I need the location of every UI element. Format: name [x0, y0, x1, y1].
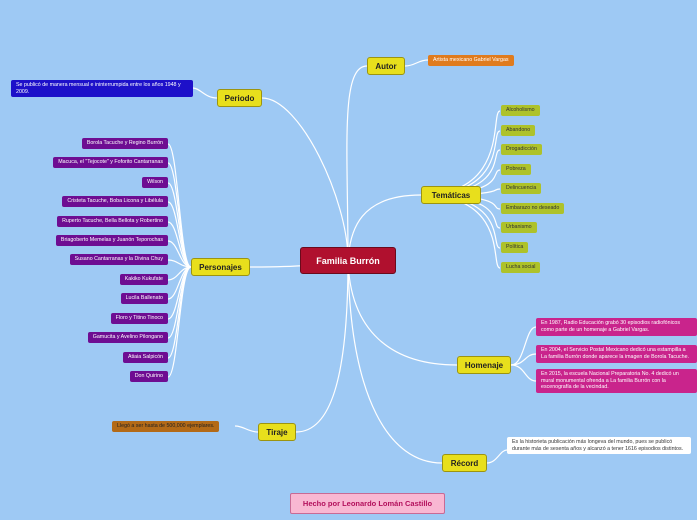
- topic-autor[interactable]: Autor: [367, 57, 405, 75]
- tematica-item[interactable]: Delincuencia: [501, 183, 542, 194]
- topic-periodo[interactable]: Periodo: [217, 89, 262, 107]
- homenaje-item[interactable]: En 2004, el Servicio Postal Mexicano ded…: [536, 345, 697, 363]
- topic-record[interactable]: Récord: [442, 454, 487, 472]
- personaje-item[interactable]: Ruperto Tacuche, Bella Bellota y Roberti…: [57, 216, 168, 227]
- personaje-item[interactable]: Susano Cantarranas y la Divina Chuy: [69, 254, 168, 265]
- homenaje-item[interactable]: En 2015, la escuela Nacional Preparatori…: [536, 369, 697, 393]
- autor-item[interactable]: Artista mexicano Gabriel Vargas: [428, 55, 514, 66]
- topic-personajes[interactable]: Personajes: [191, 258, 250, 276]
- tematica-item[interactable]: Lucha social: [501, 262, 541, 273]
- personaje-item[interactable]: Macuca, el "Tejocote" y Foforito Cantarr…: [53, 157, 168, 168]
- personaje-item[interactable]: Gamucita y Avelino Pilongano: [87, 332, 168, 343]
- personaje-item[interactable]: Briagoberto Memelas y Juanón Teporochas: [55, 235, 168, 246]
- central-topic[interactable]: Familia Burrón: [300, 247, 396, 274]
- personaje-item[interactable]: Cristeta Tacuche, Boba Licona y Libélula: [62, 196, 168, 207]
- personaje-item[interactable]: Wilson: [142, 177, 168, 188]
- personaje-item[interactable]: Atiaia Salpicón: [122, 352, 168, 363]
- periodo-item[interactable]: Se publicó de manera mensual e ininterru…: [11, 80, 193, 98]
- topic-tematicas[interactable]: Temáticas: [421, 186, 481, 204]
- tematica-item[interactable]: Pobreza: [501, 164, 531, 175]
- tematica-item[interactable]: Embarazo no deseado: [501, 203, 565, 214]
- topic-homenaje[interactable]: Homenaje: [457, 356, 511, 374]
- personaje-item[interactable]: Lucila Ballenato: [120, 293, 168, 304]
- tematica-item[interactable]: Política: [501, 242, 529, 253]
- tiraje-item[interactable]: Llegó a ser hasta de 500,000 ejemplares.: [112, 421, 220, 432]
- tematica-item[interactable]: Abandono: [501, 125, 536, 136]
- record-item[interactable]: Es la historieta publicación más longeva…: [507, 437, 691, 455]
- personaje-item[interactable]: Don Quirino: [129, 371, 168, 382]
- tematica-item[interactable]: Urbanismo: [501, 222, 537, 233]
- personaje-item[interactable]: Kakiko Kukufate: [119, 274, 168, 285]
- topic-tiraje[interactable]: Tiraje: [258, 423, 296, 441]
- homenaje-item[interactable]: En 1987, Radio Educación grabó 30 episod…: [536, 318, 697, 336]
- personaje-item[interactable]: Floro y Titino Tinoco: [110, 313, 168, 324]
- tematica-item[interactable]: Alcoholismo: [501, 105, 540, 116]
- tematica-item[interactable]: Drogadicción: [501, 144, 542, 155]
- personaje-item[interactable]: Borola Tacuche y Regino Burrón: [81, 138, 168, 149]
- credit-label[interactable]: Hecho por Leonardo Lomán Castillo: [290, 493, 445, 514]
